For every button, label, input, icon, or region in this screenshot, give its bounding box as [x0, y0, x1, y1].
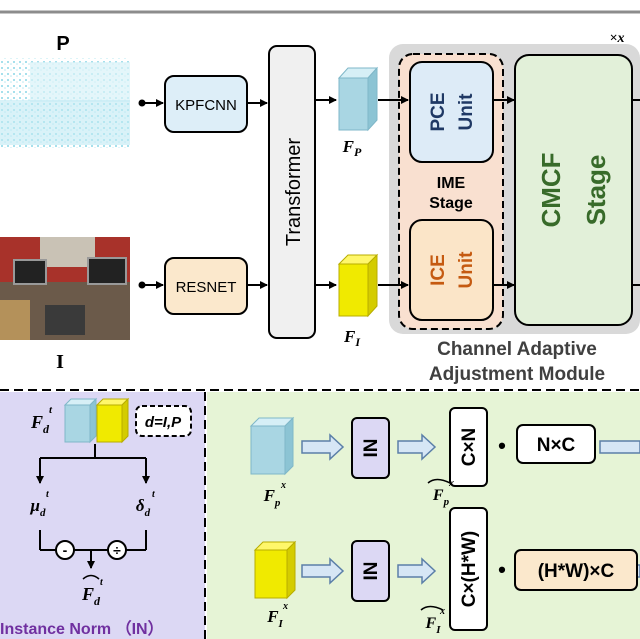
fpx-sup: x: [280, 480, 286, 491]
cxhw-box: [449, 507, 488, 631]
instance-norm-title: Instance Norm （IN）: [0, 620, 164, 638]
fd-hat-accent: [82, 574, 100, 580]
point-cloud-label: P: [56, 33, 69, 55]
fp-hat-accent: [427, 478, 451, 484]
ice-unit-box: [409, 219, 494, 321]
fix-cube: [253, 540, 297, 600]
dot-op-bottom: •: [498, 557, 506, 582]
repeat-label: ×x: [610, 31, 625, 46]
fi-hat-accent: [420, 605, 444, 611]
pce-label: PCE: [428, 92, 449, 131]
fi-cube: [337, 253, 379, 318]
cmcf-stage-label: Stage: [581, 155, 611, 226]
fix-label: FI: [266, 607, 283, 630]
in-box-top-label: IN: [361, 439, 382, 458]
in-box-bottom: [351, 540, 390, 602]
dot-op-top: •: [498, 433, 506, 458]
cxhw-label: C×(H*W): [459, 531, 480, 608]
fd-hat-label: Fd: [81, 584, 101, 608]
fd-hat-sup: t: [100, 577, 104, 588]
fd-label: Fd: [30, 412, 50, 436]
resnet-label: RESNET: [176, 279, 237, 296]
d-label-box: [135, 405, 192, 437]
kpfcnn-box: [164, 75, 248, 133]
hwxc-box: [514, 549, 638, 591]
fd-blue-cube: [63, 397, 98, 444]
ime-label: IME: [437, 175, 466, 192]
nxc-box: [516, 424, 596, 464]
subtract-op: [55, 540, 75, 560]
fd-yellow-cube: [95, 397, 130, 444]
module-title-line1: Channel Adaptive: [437, 339, 597, 360]
fpx-cube: [249, 416, 295, 476]
resnet-box: [164, 257, 248, 315]
ice-label: ICE: [428, 254, 449, 286]
pce-unit-label: Unit: [456, 93, 477, 131]
pce-unit-box: [409, 61, 494, 163]
module-title-line2: Adjustment Module: [429, 364, 605, 385]
ice-unit-label: Unit: [456, 251, 477, 289]
cxn-box: [449, 407, 488, 487]
transformer-box: [268, 45, 316, 339]
delta-sup: t: [152, 489, 156, 500]
cmcf-label: CMCF: [536, 152, 566, 227]
fi-label: FI: [343, 327, 361, 349]
fi-hat-sup: x: [439, 606, 445, 617]
fp-cube: [337, 66, 379, 132]
cxn-label: C×N: [459, 428, 480, 467]
mu-label: μd: [30, 496, 46, 519]
fd-sup: t: [49, 404, 53, 416]
delta-label: δd: [136, 496, 151, 519]
fix-sup: x: [282, 601, 288, 612]
d-label: d=I,P: [145, 414, 182, 431]
in-flow-lines: [36, 444, 150, 569]
fpx-label: Fp: [263, 486, 281, 509]
nxc-label: N×C: [537, 435, 576, 456]
mu-sup: t: [46, 489, 50, 500]
in-box-top: [351, 417, 390, 479]
fp-hat-label: Fp: [432, 487, 450, 508]
module-arrows: [378, 96, 640, 289]
ime-stage-label: Stage: [429, 195, 473, 212]
in-box-bottom-label: IN: [361, 562, 382, 581]
kpfcnn-label: KPFCNN: [175, 97, 237, 114]
point-cloud-image: [0, 58, 130, 148]
transformer-label: Transformer: [283, 138, 305, 247]
fp-hat-sup: x: [448, 478, 454, 489]
fi-hat-label: FI: [425, 615, 442, 636]
cmcf-stage-box: [514, 54, 633, 326]
fp-label: FP: [342, 137, 362, 159]
input-arrows: [138, 96, 337, 289]
image-label: I: [56, 351, 64, 373]
subtract-op-label: -: [63, 542, 68, 558]
divide-op-label: ÷: [113, 542, 121, 558]
rgb-image: [0, 237, 130, 340]
divide-op: [107, 540, 127, 560]
hwxc-label: (H*W)×C: [538, 561, 615, 582]
